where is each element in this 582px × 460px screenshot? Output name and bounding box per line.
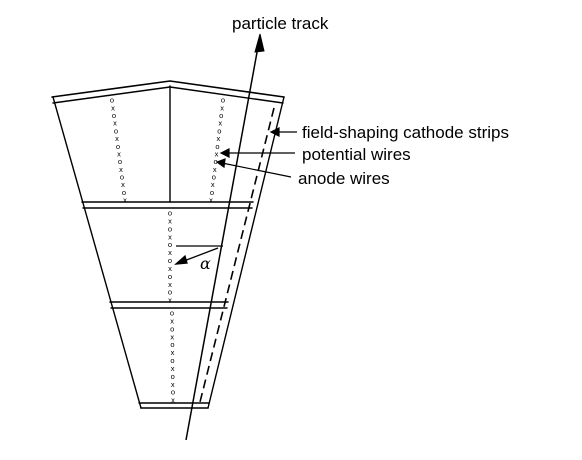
anode-wire: x — [217, 134, 221, 143]
leader-potential-arrow-icon — [219, 148, 230, 158]
anode-wire: x — [168, 296, 172, 305]
wire-columns: oxoxoxoxoxoxoxoxoxoxoxoxoxoxoxoxoxoxoxox… — [110, 96, 225, 405]
chamber-outline — [51, 80, 285, 409]
anode-wire: x — [115, 134, 119, 143]
left-wall — [52, 96, 142, 409]
potential-wire: o — [219, 111, 223, 120]
label-leaders — [215, 127, 297, 178]
anode-wire: x — [168, 232, 172, 241]
anode-wire: x — [111, 103, 115, 112]
anode-wire: x — [168, 217, 172, 226]
potential-wire: o — [122, 188, 126, 197]
particle-track — [185, 33, 265, 441]
alpha-angle — [174, 245, 223, 265]
anode-wire: x — [119, 165, 123, 174]
potential-wire: o — [114, 126, 118, 135]
anode-wire: x — [170, 332, 174, 341]
potential-wire: o — [210, 188, 214, 197]
potential-wire: o — [168, 240, 172, 249]
anode-wire: x — [171, 364, 175, 373]
potential-wire: o — [170, 356, 174, 365]
potential-wire: o — [168, 272, 172, 281]
cathode-strips — [199, 107, 275, 403]
potential-wire: o — [112, 111, 116, 120]
anode-wire: x — [218, 119, 222, 128]
potential-wire: o — [171, 372, 175, 381]
potential-wire: o — [217, 126, 221, 135]
potential-wire: o — [170, 324, 174, 333]
alpha-arrow-icon — [174, 254, 188, 265]
anode-wire: x — [121, 180, 125, 189]
alpha-label: α — [200, 254, 211, 273]
anode-wire: x — [211, 180, 215, 189]
anode-wire: x — [123, 196, 127, 205]
track-arrow-icon — [254, 33, 265, 53]
anode-wire: x — [113, 119, 117, 128]
potential-wire: o — [168, 288, 172, 297]
potential-wire: o — [170, 340, 174, 349]
potential-wire: o — [120, 173, 124, 182]
leader-anode-arrow-icon — [215, 158, 226, 169]
cathode-strips-label: field-shaping cathode strips — [302, 123, 509, 142]
anode-wire: x — [171, 380, 175, 389]
leader-cathode-arrow-icon — [269, 127, 280, 137]
potential-wire: o — [110, 96, 114, 105]
potential-wire: o — [221, 96, 225, 105]
anode-wire: x — [215, 149, 219, 158]
anode-wire: x — [168, 280, 172, 289]
anode-wire: x — [213, 165, 217, 174]
potential-wire: o — [170, 309, 174, 318]
anode-wire: x — [117, 149, 121, 158]
particle-track-label: particle track — [232, 14, 329, 33]
potential-wire: o — [168, 256, 172, 265]
top-plate — [51, 80, 285, 98]
potential-wire: o — [118, 157, 122, 166]
potential-wire: o — [116, 142, 120, 151]
potential-wires-label: potential wires — [302, 145, 411, 164]
right-wall — [207, 96, 285, 409]
anode-wire: x — [171, 396, 175, 405]
potential-wire: o — [212, 173, 216, 182]
potential-wire: o — [214, 157, 218, 166]
potential-wire: o — [171, 388, 175, 397]
anode-wire: x — [209, 196, 213, 205]
anode-wire: x — [170, 317, 174, 326]
anode-wires-label: anode wires — [298, 169, 390, 188]
anode-wire: x — [168, 248, 172, 257]
potential-wire: o — [168, 224, 172, 233]
anode-wire: x — [168, 264, 172, 273]
anode-wire: x — [220, 103, 224, 112]
anode-wire: x — [171, 348, 175, 357]
potential-wire: o — [168, 209, 172, 218]
potential-wire: o — [215, 142, 219, 151]
leader-anode — [221, 162, 292, 178]
